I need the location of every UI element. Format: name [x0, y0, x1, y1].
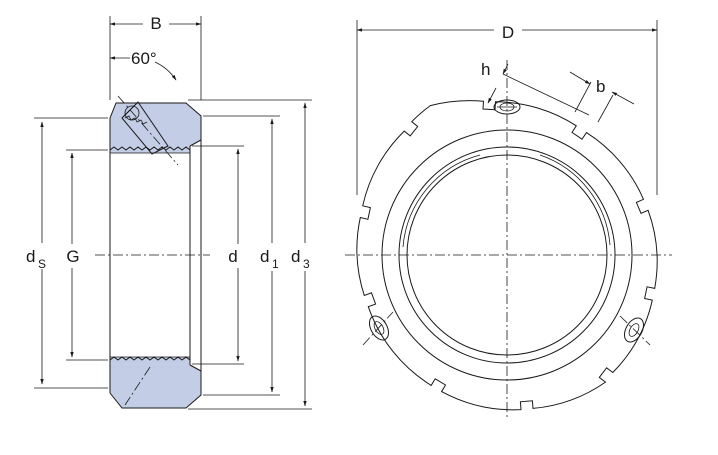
label-h: h	[481, 60, 490, 79]
locking-screw	[121, 101, 169, 155]
label-ds: d	[26, 247, 35, 266]
label-d3: d	[291, 247, 300, 266]
label-B: B	[150, 14, 161, 33]
dim-G	[62, 149, 108, 361]
thread-arc-right	[539, 154, 611, 246]
outer-ring-with-slots	[356, 100, 658, 411]
screw-hole-right	[624, 317, 644, 343]
dim-ds	[24, 117, 108, 389]
dim-angle	[109, 56, 177, 81]
thread-bottom	[109, 356, 191, 361]
label-d: d	[228, 247, 237, 266]
front-view	[345, 60, 672, 420]
label-d3-sub: 3	[303, 257, 310, 271]
label-angle: 60°	[131, 49, 157, 68]
label-D: D	[502, 23, 514, 42]
label-G: G	[66, 247, 79, 266]
section-bottom-shading	[110, 357, 201, 408]
screw-hole-left	[369, 315, 389, 341]
label-d1: d	[260, 247, 269, 266]
thread-arc-left	[402, 154, 481, 248]
dim-D	[356, 18, 658, 195]
dim-d	[192, 145, 248, 365]
thread-top	[109, 146, 191, 151]
section-view	[95, 95, 210, 409]
section-outline	[109, 102, 202, 409]
label-b: b	[596, 77, 605, 96]
dim-h	[487, 63, 590, 116]
label-d1-sub: 1	[272, 257, 279, 271]
dim-d3	[188, 99, 319, 410]
dim-d1	[203, 115, 286, 396]
screw-axis	[117, 95, 179, 166]
label-ds-sub: S	[38, 257, 46, 271]
dim-b	[569, 71, 635, 123]
